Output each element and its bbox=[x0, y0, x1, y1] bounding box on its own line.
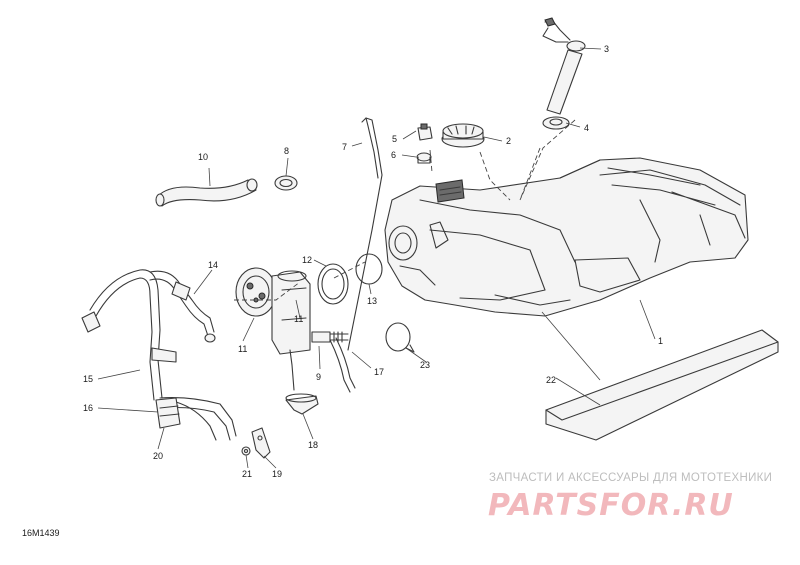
callout-20: 20 bbox=[153, 451, 163, 461]
bracket bbox=[251, 427, 271, 459]
vent-hose-lower bbox=[329, 337, 356, 393]
callout-10: 10 bbox=[198, 152, 208, 162]
valve-seal bbox=[416, 152, 432, 164]
callout-23: 23 bbox=[420, 360, 430, 370]
callout-12: 12 bbox=[302, 255, 312, 265]
watermark-tagline: ЗАПЧАСТИ И АКСЕССУАРЫ ДЛЯ МОТОТЕХНИКИ bbox=[489, 472, 773, 484]
vent-valve bbox=[417, 123, 433, 141]
callout-4: 4 bbox=[584, 123, 589, 133]
callout-9: 9 bbox=[316, 372, 321, 382]
callout-1: 1 bbox=[658, 336, 663, 346]
callout-15: 15 bbox=[83, 374, 93, 384]
callout-8: 8 bbox=[284, 146, 289, 156]
leader-lines bbox=[97, 47, 656, 469]
callout-5: 5 bbox=[392, 134, 397, 144]
callout-11a: 11 bbox=[238, 344, 247, 354]
callout-14: 14 bbox=[208, 260, 218, 270]
watermark-logo: PARTSFOR.RU bbox=[488, 488, 734, 521]
callout-labels: 1 2 3 4 5 6 7 8 9 10 11 11 12 13 14 15 1… bbox=[83, 44, 663, 479]
callout-2: 2 bbox=[506, 136, 511, 146]
callout-21: 21 bbox=[242, 469, 252, 479]
callout-11b: 11 bbox=[294, 314, 303, 324]
fuel-line-15 bbox=[81, 269, 177, 401]
watermark-logo-text: PARTSFOR.RU bbox=[488, 488, 734, 521]
callout-16: 16 bbox=[83, 403, 93, 413]
hose-clamp bbox=[274, 175, 298, 191]
callout-22: 22 bbox=[546, 375, 556, 385]
callout-7: 7 bbox=[342, 142, 347, 152]
nut bbox=[241, 446, 251, 456]
tank-pad bbox=[545, 329, 779, 441]
callout-18: 18 bbox=[308, 440, 318, 450]
callout-19: 19 bbox=[272, 469, 282, 479]
callout-17: 17 bbox=[374, 367, 384, 377]
fuel-tank bbox=[384, 157, 749, 317]
callout-6: 6 bbox=[391, 150, 396, 160]
fuel-line-14 bbox=[149, 270, 216, 343]
strainer bbox=[285, 393, 319, 415]
fill-hose bbox=[155, 178, 258, 207]
fuel-pump-module bbox=[235, 267, 311, 391]
filler-cap bbox=[441, 123, 485, 148]
connector-20 bbox=[155, 397, 181, 429]
bolt bbox=[311, 331, 349, 343]
diagram-code: 16M1439 bbox=[22, 528, 60, 538]
grommet bbox=[542, 116, 570, 130]
clamp-ring bbox=[385, 322, 415, 353]
callout-3: 3 bbox=[604, 44, 609, 54]
o-ring-large bbox=[355, 253, 383, 285]
assembly-lines bbox=[234, 119, 576, 301]
sender-tube bbox=[542, 17, 586, 115]
retaining-ring bbox=[317, 263, 349, 305]
callout-13: 13 bbox=[367, 296, 377, 306]
vent-hose-upper bbox=[347, 117, 383, 351]
